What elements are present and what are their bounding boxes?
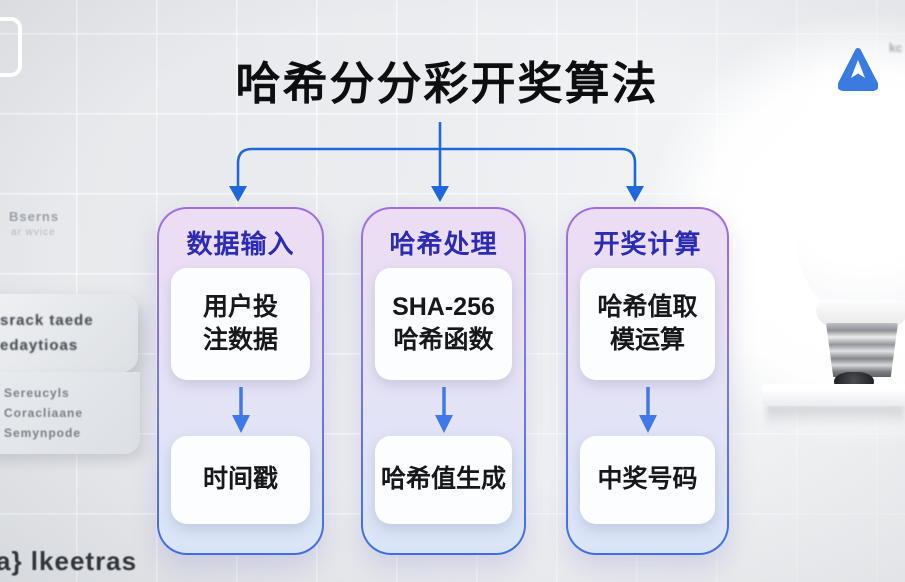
step-box: 哈希值取 模运算 — [580, 268, 715, 380]
arrowhead-icon — [626, 186, 644, 202]
shelf-front-edge — [762, 391, 905, 406]
blurred-text-fragment: edaytioas — [0, 337, 79, 354]
blurred-text-fragment: Coracliaane — [4, 406, 84, 420]
flow-column-body: 数据输入 用户投 注数据 时间戳 — [159, 209, 322, 553]
arrowhead-icon — [229, 186, 247, 202]
step-text-line: 哈希函数 — [393, 326, 494, 354]
step-box: 中奖号码 — [580, 436, 715, 524]
step-text-line: 注数据 — [202, 326, 278, 354]
step-text-line: 模运算 — [609, 326, 685, 354]
blurred-text-fragment: Semynpode — [4, 426, 82, 440]
down-arrow-icon — [434, 387, 453, 433]
blurred-side-panel: Sereucyls Coracliaane Semynpode — [0, 372, 140, 454]
column-header: 哈希处理 — [389, 229, 498, 259]
shelf-shadow — [766, 405, 905, 427]
down-arrow-icon — [638, 387, 657, 433]
blurred-side-card: srack taede edaytioas — [0, 294, 138, 372]
step-box: 用户投 注数据 — [171, 268, 310, 380]
flow-column-hash-processing: 哈希处理 SHA-256 哈希函数 哈希值生成 — [361, 207, 526, 555]
flow-column-draw-calculation: 开奖计算 哈希值取 模运算 中奖号码 — [566, 207, 729, 555]
flow-column-body: 哈希处理 SHA-256 哈希函数 哈希值生成 — [363, 209, 524, 553]
lightbulb-neck — [816, 300, 905, 326]
down-arrow-icon — [231, 387, 250, 433]
lightbulb-screw-base — [826, 323, 898, 377]
step-text-line: 用户投 — [202, 292, 278, 321]
blurred-text-fragment: Sereucyls — [4, 386, 70, 400]
page-title: 哈希分分彩开奖算法 — [235, 58, 659, 109]
blurred-text-fragment: a} lkeetras — [0, 546, 138, 576]
step-box: 哈希值生成 — [375, 436, 512, 524]
arrowhead-icon — [431, 186, 449, 202]
flow-column-body: 开奖计算 哈希值取 模运算 中奖号码 — [568, 209, 727, 553]
lightbulb-glass — [796, 92, 905, 316]
step-text-line: 哈希值取 — [597, 292, 698, 321]
blurred-text-fragment: srack taede — [0, 312, 94, 329]
step-text-line: 中奖号码 — [597, 465, 698, 494]
step-text-line: SHA-256 — [392, 292, 495, 321]
blurred-text-fragment: ar wvice — [11, 227, 56, 238]
step-text-line: 时间戳 — [202, 465, 278, 494]
blurred-text-fragment: Bserns — [9, 209, 60, 224]
column-header: 开奖计算 — [593, 229, 702, 259]
step-box: SHA-256 哈希函数 — [375, 268, 512, 380]
flow-column-data-input: 数据输入 用户投 注数据 时间戳 — [157, 207, 324, 555]
step-box: 时间戳 — [171, 436, 310, 524]
column-header: 数据输入 — [186, 229, 295, 259]
step-text-line: 哈希值生成 — [380, 465, 506, 494]
